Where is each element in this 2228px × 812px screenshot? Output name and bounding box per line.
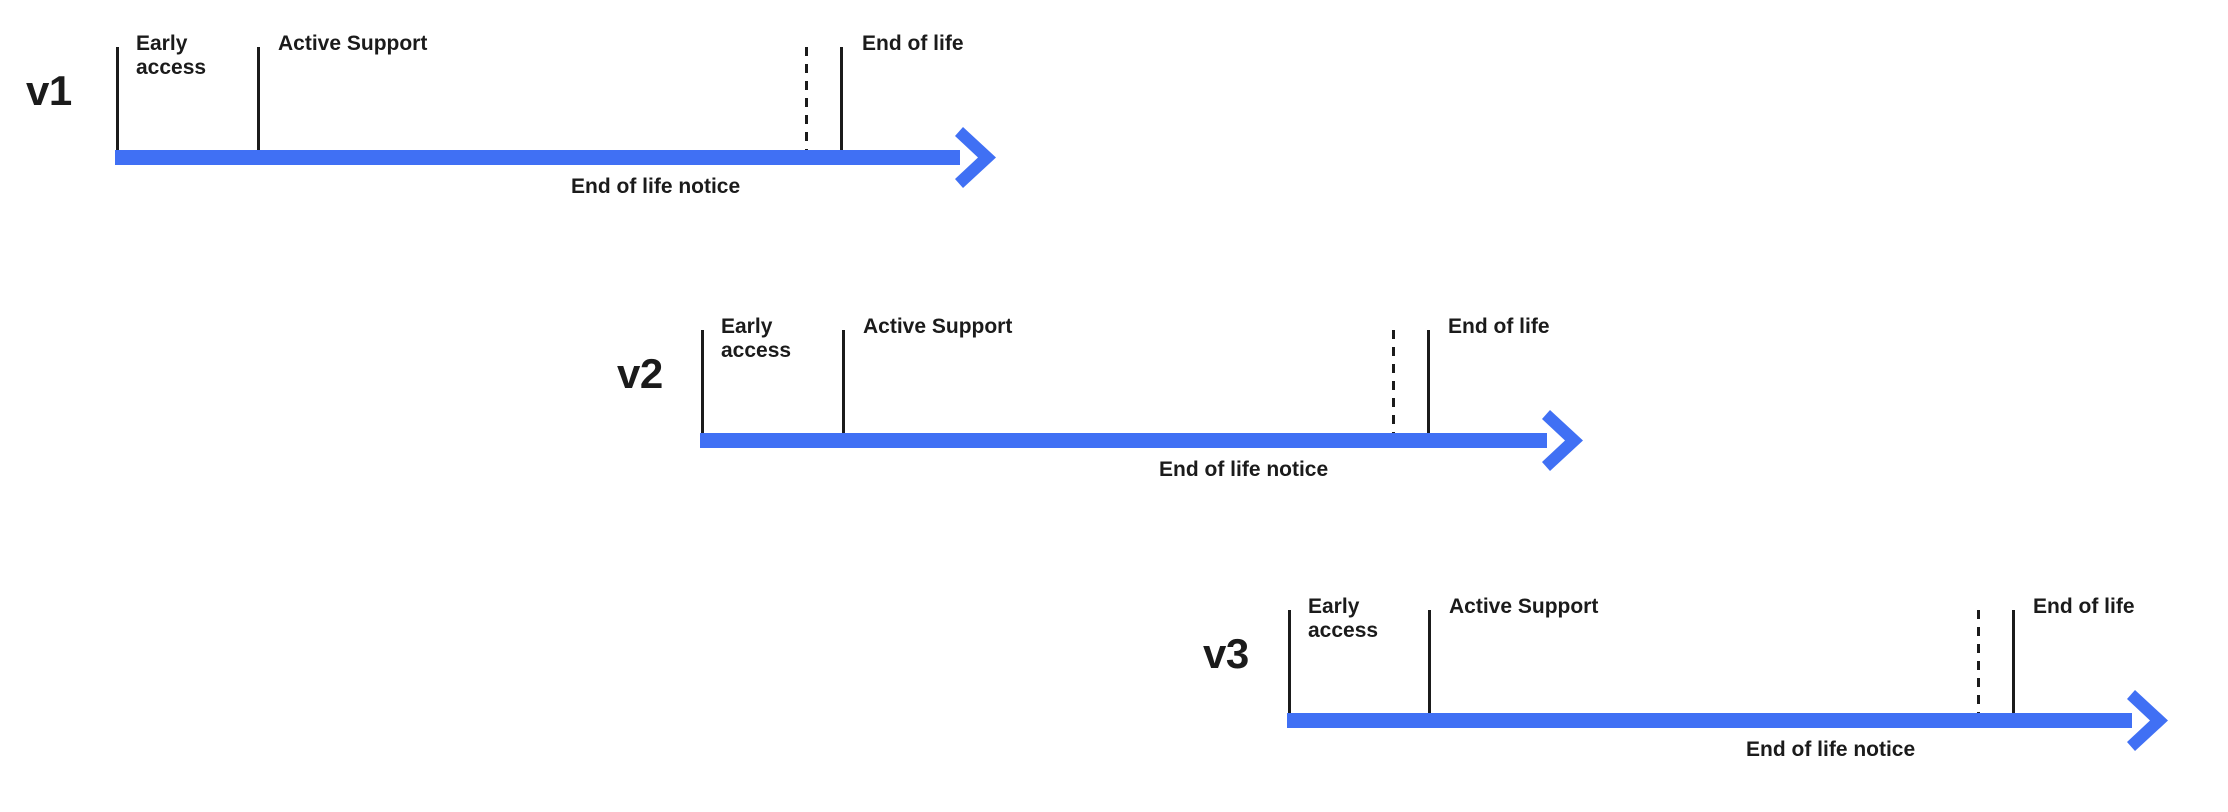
right-arrow-icon (1542, 410, 1583, 471)
phase-label-early-access-v2: Early access (721, 315, 792, 362)
version-label-v1: v1 (26, 67, 72, 114)
phase-tick-early-access-v1 (116, 47, 119, 151)
phase-tick-active-support-v1 (257, 47, 260, 151)
timeline-bar-v2 (700, 433, 1547, 448)
timeline-bar-v3 (1287, 713, 2132, 728)
timeline-bar-v1 (115, 150, 960, 165)
phase-tick-early-access-v3 (1288, 610, 1291, 714)
phase-label-active-support-v3: Active Support (1449, 595, 1599, 618)
phase-tick-end-of-life-v1 (840, 47, 843, 151)
right-arrow-icon (2127, 690, 2168, 751)
notice-label-v2: End of life notice (1159, 458, 1329, 481)
phase-tick-end-of-life-notice-v1 (805, 47, 808, 151)
phase-label-active-support-v1: Active Support (278, 32, 428, 55)
phase-label-early-access-v3: Early access (1308, 595, 1379, 642)
phase-label-early-access-v1: Early access (136, 32, 207, 79)
phase-tick-end-of-life-v3 (2012, 610, 2015, 714)
phase-label-end-of-life-v3: End of life (2033, 595, 2135, 618)
notice-label-v3: End of life notice (1746, 738, 1916, 761)
phase-label-end-of-life-v1: End of life (862, 32, 964, 55)
right-arrow-icon (955, 127, 996, 188)
phase-tick-early-access-v2 (701, 330, 704, 434)
phase-label-active-support-v2: Active Support (863, 315, 1013, 338)
phase-tick-end-of-life-notice-v3 (1977, 610, 1980, 714)
phase-label-end-of-life-v2: End of life (1448, 315, 1550, 338)
version-label-v2: v2 (617, 350, 663, 397)
phase-tick-active-support-v2 (842, 330, 845, 434)
phase-tick-active-support-v3 (1428, 610, 1431, 714)
phase-tick-end-of-life-notice-v2 (1392, 330, 1395, 434)
notice-label-v1: End of life notice (571, 175, 741, 198)
version-label-v3: v3 (1203, 630, 1249, 677)
phase-tick-end-of-life-v2 (1427, 330, 1430, 434)
